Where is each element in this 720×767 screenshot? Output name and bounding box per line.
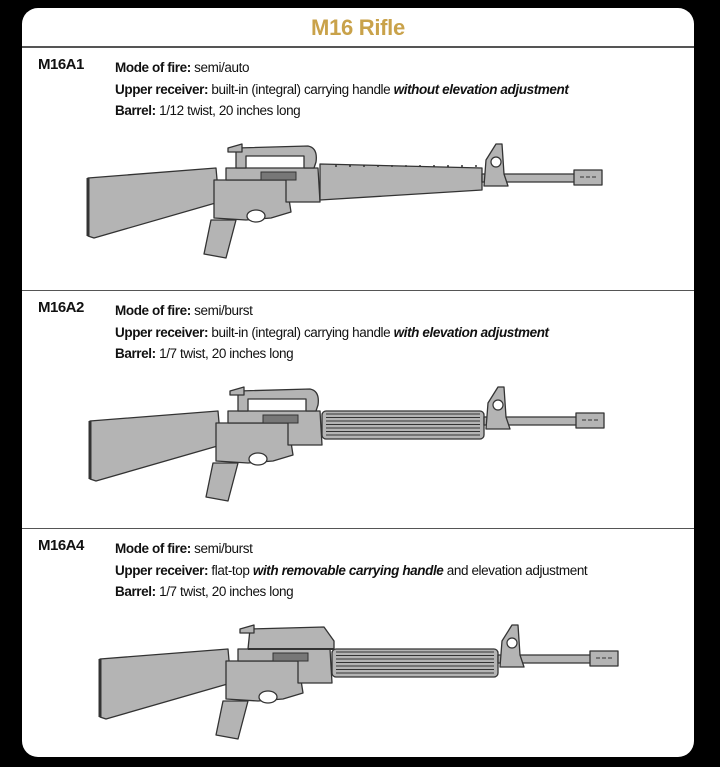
mode-of-fire-line: Mode of fire: semi/burst <box>115 300 549 322</box>
spec-value: semi/burst <box>194 541 253 556</box>
handguard-vent <box>349 165 351 167</box>
front-sight-hole <box>492 399 504 411</box>
upper-receiver-line: Upper receiver: flat-top with removable … <box>115 560 588 582</box>
handguard-vent <box>363 165 365 167</box>
upper-receiver-line: Upper receiver: built-in (integral) carr… <box>115 322 549 344</box>
trigger-guard <box>258 690 278 704</box>
spec-value: 1/7 twist, 20 inches long <box>159 346 294 361</box>
spec-value: semi/auto <box>194 60 250 75</box>
spec-label: Barrel: <box>115 346 156 361</box>
triangular-handguard <box>319 163 483 201</box>
pistol-grip <box>215 700 249 740</box>
stock <box>99 648 232 720</box>
mode-of-fire-line: Mode of fire: semi/auto <box>115 57 568 79</box>
spec-label: Upper receiver: <box>115 562 209 578</box>
m16-infographic-card: M16 Rifle M16A1 Mode of fire: semi/auto … <box>22 8 694 757</box>
handguard-vent <box>475 165 477 167</box>
barrel-line: Barrel: 1/12 twist, 20 inches long <box>115 100 568 122</box>
m16a4-rifle-drawing <box>98 624 619 740</box>
carry-handle <box>235 145 317 169</box>
ejection-port <box>260 171 297 181</box>
spec-label: Mode of fire: <box>115 60 191 75</box>
model-specs: Mode of fire: semi/auto Upper receiver: … <box>115 57 569 122</box>
spec-label: Upper receiver: <box>115 81 209 97</box>
spec-label: Barrel: <box>115 103 156 118</box>
page-title: M16 Rifle <box>22 8 694 48</box>
stock <box>89 410 222 482</box>
trigger-guard <box>248 452 268 466</box>
handguard-vent <box>433 165 435 167</box>
m16a1-rifle-drawing <box>86 143 603 259</box>
mode-of-fire-line: Mode of fire: semi/burst <box>115 538 587 560</box>
handguard-vent <box>447 165 449 167</box>
model-section-m16a1: M16A1 Mode of fire: semi/auto Upper rece… <box>22 48 694 290</box>
spec-label: Mode of fire: <box>115 303 191 318</box>
spec-value: 1/12 twist, 20 inches long <box>159 103 301 118</box>
spec-value: and elevation adjustment <box>443 562 588 578</box>
model-specs: Mode of fire: semi/burst Upper receiver:… <box>115 538 588 603</box>
spec-emphasis: with removable carrying handle <box>252 562 444 578</box>
trigger-guard <box>246 209 266 223</box>
model-specs: Mode of fire: semi/burst Upper receiver:… <box>115 300 549 365</box>
rear-sight <box>229 386 245 396</box>
front-sight-hole <box>506 637 518 649</box>
upper-receiver-line: Upper receiver: built-in (integral) carr… <box>115 79 569 101</box>
spec-label: Upper receiver: <box>115 324 209 340</box>
spec-emphasis: with elevation adjustment <box>393 324 549 340</box>
handguard-vent <box>419 165 421 167</box>
handguard-vent <box>461 165 463 167</box>
barrel-line: Barrel: 1/7 twist, 20 inches long <box>115 343 549 365</box>
rear-sight <box>239 624 255 634</box>
spec-value: 1/7 twist, 20 inches long <box>159 584 294 599</box>
handguard-vent <box>405 165 407 167</box>
rear-sight <box>227 143 243 153</box>
spec-value: built-in (integral) carrying handle <box>211 81 394 97</box>
stock <box>87 167 220 239</box>
handguard-vent <box>377 165 379 167</box>
carry-handle <box>237 388 319 412</box>
spec-value: semi/burst <box>194 303 253 318</box>
model-name: M16A2 <box>38 299 84 316</box>
spec-emphasis: without elevation adjustment <box>393 81 569 97</box>
ejection-port <box>272 652 309 662</box>
ejection-port <box>262 414 299 424</box>
barrel-line: Barrel: 1/7 twist, 20 inches long <box>115 581 587 603</box>
spec-value: flat-top <box>211 562 253 578</box>
model-section-m16a4: M16A4 Mode of fire: semi/burst Upper rec… <box>22 528 694 757</box>
handguard-vent <box>391 165 393 167</box>
model-name: M16A4 <box>38 537 84 554</box>
handguard-vent <box>335 165 337 167</box>
pistol-grip <box>203 219 237 259</box>
model-section-m16a2: M16A2 Mode of fire: semi/burst Upper rec… <box>22 290 694 529</box>
model-name: M16A1 <box>38 56 84 73</box>
spec-label: Barrel: <box>115 584 156 599</box>
spec-label: Mode of fire: <box>115 541 191 556</box>
pistol-grip <box>205 462 239 502</box>
removable-carry-handle <box>247 626 335 650</box>
spec-value: built-in (integral) carrying handle <box>211 324 394 340</box>
front-sight-hole <box>490 156 502 168</box>
m16a2-rifle-drawing <box>88 386 605 502</box>
